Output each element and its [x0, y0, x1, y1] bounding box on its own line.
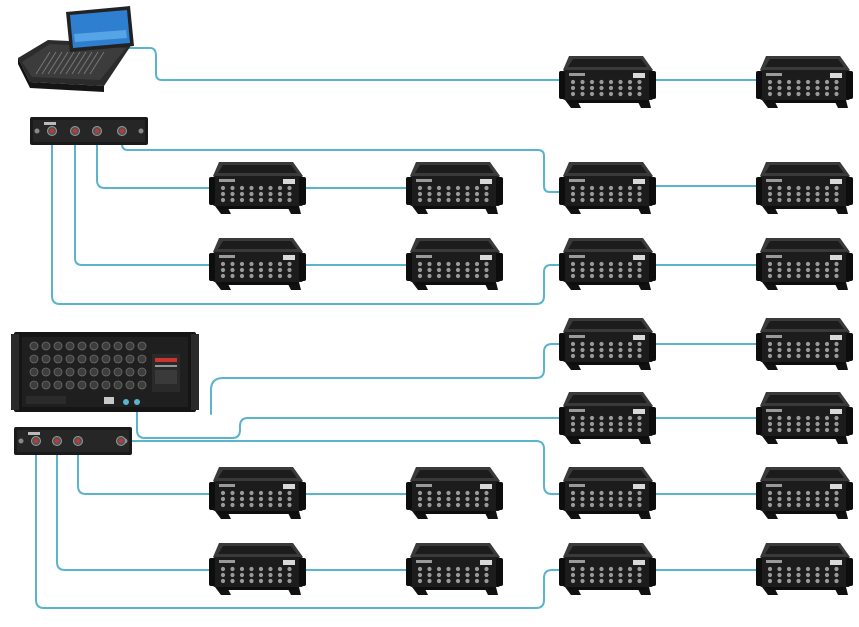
cable-17 [77, 450, 214, 495]
stagebox-expander-10 [756, 238, 853, 290]
stagebox-expander-21 [559, 543, 656, 595]
console-screen [70, 10, 130, 48]
cable-9 [51, 132, 564, 305]
stagebox-expander-14 [756, 392, 853, 444]
stagebox-expander-12 [756, 318, 853, 370]
stagebox-expander-11 [559, 318, 656, 370]
stagebox-expander-15 [209, 467, 306, 519]
stagebox-expander-3 [209, 162, 306, 214]
cable-1 [127, 47, 564, 81]
stagebox-expander-1 [559, 56, 656, 108]
io-rack [11, 332, 199, 412]
stagebox-expander-20 [406, 543, 503, 595]
stagebox-expander-9 [559, 238, 656, 290]
cable-21 [35, 450, 564, 609]
stagebox-expander-16 [406, 467, 503, 519]
stagebox-expander-5 [559, 162, 656, 214]
stagebox-expander-18 [756, 467, 853, 519]
stagebox-expander-19 [209, 543, 306, 595]
stagebox-expander-13 [559, 392, 656, 444]
cable-7 [74, 132, 214, 266]
cable-layer [35, 47, 761, 609]
mixing-console [18, 6, 134, 92]
stagebox-expander-7 [209, 238, 306, 290]
stagebox-expander-4 [406, 162, 503, 214]
stagebox-expander-8 [406, 238, 503, 290]
expander-card-top [30, 117, 148, 145]
cable-19 [56, 450, 214, 571]
stagebox-expander-17 [559, 467, 656, 519]
cable-13 [136, 403, 564, 439]
cable-5 [96, 132, 214, 189]
stagebox-expander-2 [756, 56, 853, 108]
expander-card-bottom [14, 427, 132, 455]
device-layer [11, 6, 853, 595]
cable-3 [121, 132, 564, 193]
stagebox-expander-22 [756, 543, 853, 595]
cable-11 [210, 343, 564, 415]
stagebox-expander-6 [756, 162, 853, 214]
